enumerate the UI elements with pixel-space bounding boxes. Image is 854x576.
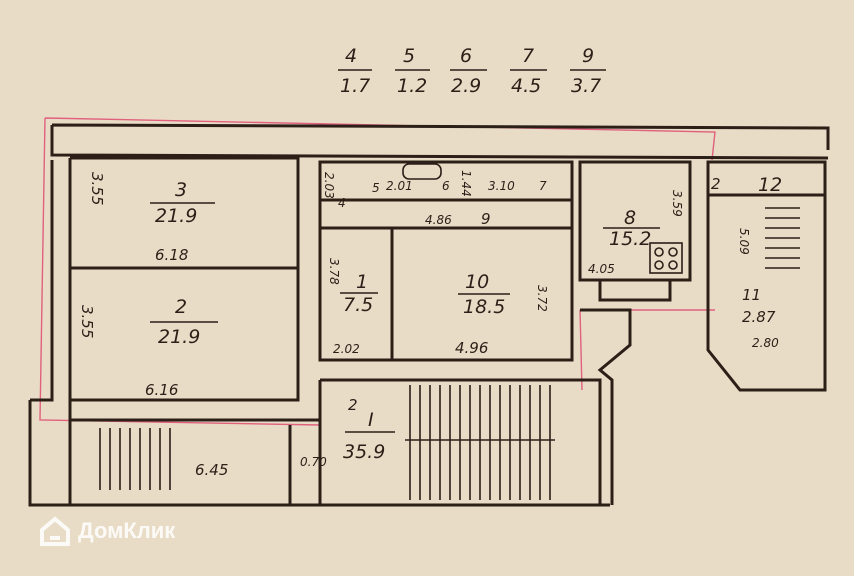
room-number: 8 xyxy=(624,207,636,229)
bathtub-icon xyxy=(402,163,442,180)
room-1: 1 7.5 2.02 3.78 xyxy=(327,258,378,356)
dimension: 1.44 xyxy=(459,170,473,197)
legend-area: 3.7 xyxy=(571,75,601,97)
room-area: 21.9 xyxy=(155,205,197,227)
room-width: 0.70 xyxy=(300,455,327,469)
room-width: 5.09 xyxy=(737,228,751,255)
room-length: 4.05 xyxy=(588,262,615,276)
room-width: 3.78 xyxy=(327,258,341,285)
room-area: 18.5 xyxy=(463,296,505,318)
room-number: 10 xyxy=(465,271,489,293)
legend-room: 9 xyxy=(582,45,594,67)
room-mark: 2 xyxy=(348,396,358,414)
legend-area: 1.7 xyxy=(340,75,370,97)
room-number: 2 xyxy=(175,296,187,318)
room-number: 3 xyxy=(175,179,187,201)
room-12: 12 xyxy=(758,174,782,196)
room-length: 4.96 xyxy=(455,339,488,357)
room-width: 3.55 xyxy=(78,305,96,338)
room-I: I 35.9 2 0.70 6.45 xyxy=(195,396,395,479)
room-number: 6 xyxy=(442,179,450,193)
room-number: 1 xyxy=(356,271,368,293)
walls xyxy=(28,123,830,507)
room-11: 11 2.87 2.80 5.09 xyxy=(737,228,779,350)
boundary-line xyxy=(39,117,716,426)
room-area: 2.87 xyxy=(742,308,776,326)
dimension: 3.10 xyxy=(488,179,515,193)
staircase xyxy=(99,207,800,500)
room-number: I xyxy=(368,409,374,431)
room-number: 5 xyxy=(372,181,380,195)
room-number: 9 xyxy=(481,210,491,228)
room-width: 3.72 xyxy=(535,285,549,312)
room-length: 2.80 xyxy=(752,336,779,350)
room-area: 21.9 xyxy=(158,326,200,348)
stove-icon xyxy=(649,242,683,274)
room-3: 3 21.9 6.18 3.55 xyxy=(88,172,215,264)
room-8: 8 15.2 4.05 3.59 2 xyxy=(588,175,721,276)
room-2: 2 21.9 6.16 3.55 xyxy=(78,296,218,399)
room-number: 12 xyxy=(758,174,782,196)
room-length: 6.45 xyxy=(195,461,228,479)
legend-room: 6 xyxy=(460,45,472,67)
room-area: 7.5 xyxy=(343,294,373,316)
room-area: 15.2 xyxy=(609,228,651,250)
room-number: 11 xyxy=(742,286,761,304)
room-mark: 2 xyxy=(711,175,721,193)
room-width: 3.55 xyxy=(88,172,106,205)
room-number: 7 xyxy=(539,179,547,193)
legend-room: 5 xyxy=(403,45,415,67)
dimension: 2.03 xyxy=(322,172,336,199)
legend: 4 1.7 5 1.2 6 2.9 7 4.5 9 3.7 xyxy=(338,45,606,97)
room-length: 6.16 xyxy=(145,381,178,399)
service-rooms: 2.01 6 3.10 7 4.86 9 2.03 4 5 1.44 xyxy=(322,170,547,228)
domclick-watermark: ДомКлик xyxy=(38,514,175,548)
room-width: 3.59 xyxy=(670,190,684,217)
room-10: 10 18.5 4.96 3.72 xyxy=(455,271,549,357)
watermark-text: ДомКлик xyxy=(78,518,176,543)
room-area: 35.9 xyxy=(343,441,385,463)
house-logo-icon xyxy=(40,516,70,546)
dimension: 4.86 xyxy=(425,213,452,227)
room-length: 2.02 xyxy=(333,342,360,356)
legend-area: 4.5 xyxy=(511,75,541,97)
legend-room: 4 xyxy=(345,45,357,67)
dimension: 2.01 xyxy=(386,179,413,193)
legend-room: 7 xyxy=(522,45,534,67)
room-number: 4 xyxy=(338,196,346,210)
legend-area: 2.9 xyxy=(451,75,481,97)
legend-area: 1.2 xyxy=(397,75,427,97)
room-length: 6.18 xyxy=(155,246,188,264)
